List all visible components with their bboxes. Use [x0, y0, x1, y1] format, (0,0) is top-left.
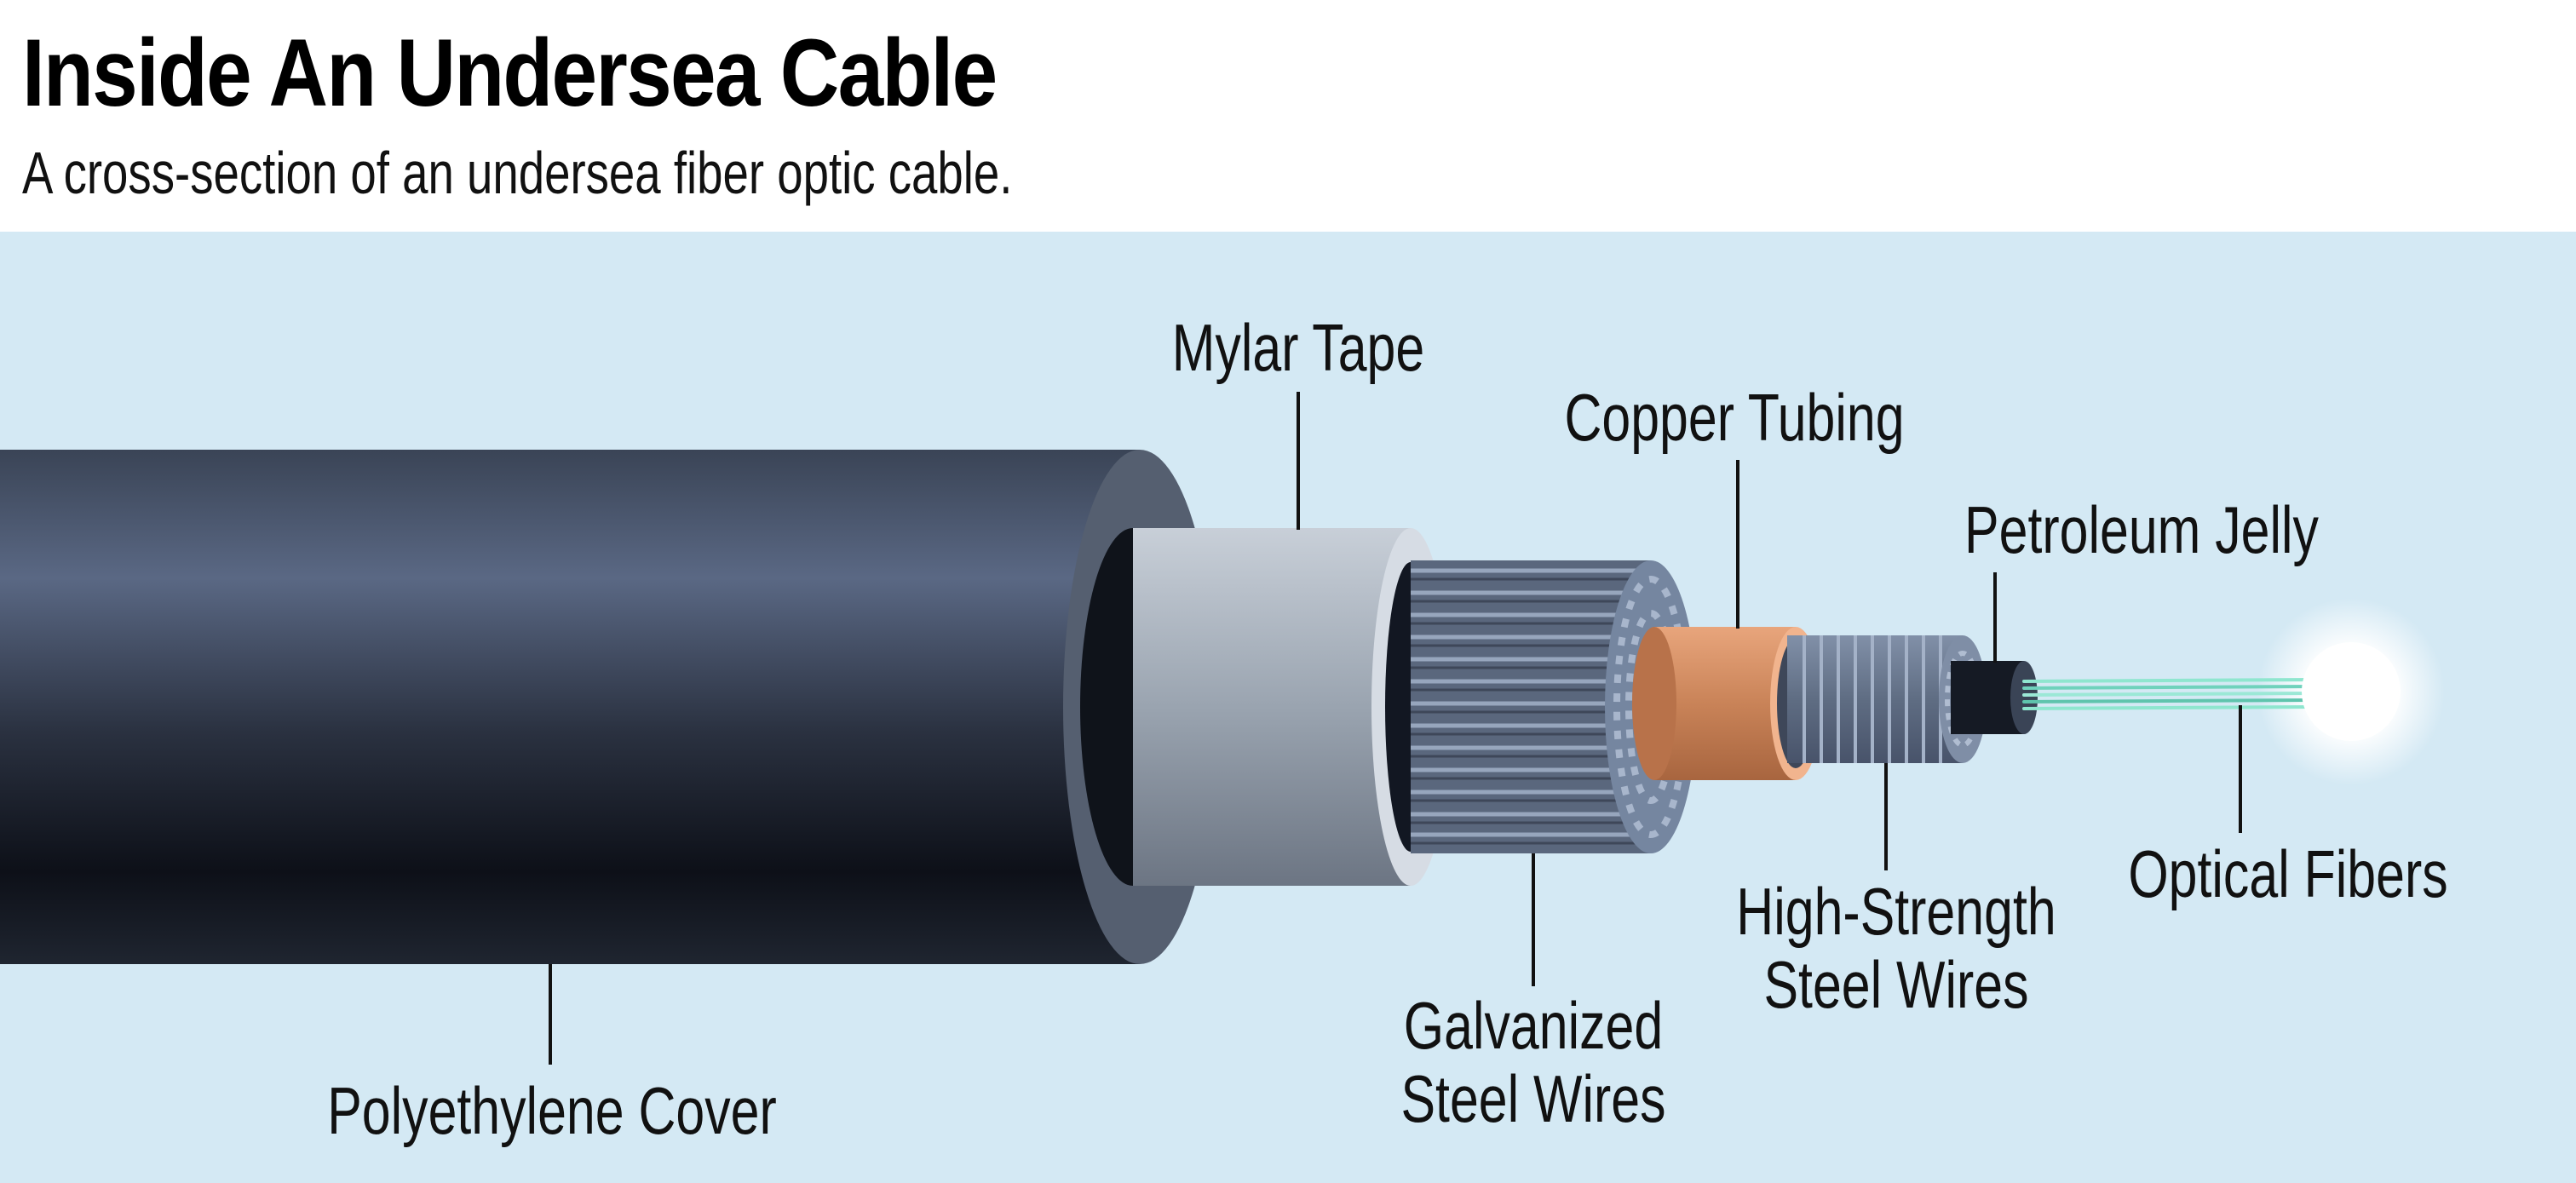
- label-high-strength-line2: Steel Wires: [1763, 946, 2029, 1022]
- page-title: Inside An Undersea Cable: [22, 20, 998, 126]
- label-copper-tubing: Copper Tubing: [1564, 380, 1905, 455]
- optical-fibers-shape: [2022, 598, 2445, 785]
- label-galvanized-line1: Galvanized: [1403, 988, 1664, 1063]
- label-galvanized-steel-wires: Galvanized Steel Wires: [1400, 988, 1666, 1136]
- mylar-tape-shape: [1133, 528, 1450, 886]
- leader-lines: [549, 392, 2242, 1065]
- polyethylene-cover-shape: [0, 450, 1216, 964]
- label-optical-fibers: Optical Fibers: [2128, 836, 2448, 911]
- header: Inside An Undersea Cable A cross-section…: [0, 0, 2576, 232]
- page-subtitle: A cross-section of an undersea fiber opt…: [22, 140, 1013, 206]
- label-high-strength-line1: High-Strength: [1736, 874, 2056, 949]
- label-polyethylene-cover: Polyethylene Cover: [327, 1073, 777, 1148]
- petroleum-jelly-shape: [1951, 661, 2038, 734]
- cable-illustration: [0, 392, 2445, 1065]
- label-mylar-tape: Mylar Tape: [1171, 310, 1425, 385]
- label-high-strength-steel-wires: High-Strength Steel Wires: [1736, 874, 2056, 1022]
- label-petroleum-jelly: Petroleum Jelly: [1964, 492, 2319, 567]
- label-galvanized-line2: Steel Wires: [1400, 1060, 1666, 1136]
- cable-diagram: [0, 232, 2576, 1183]
